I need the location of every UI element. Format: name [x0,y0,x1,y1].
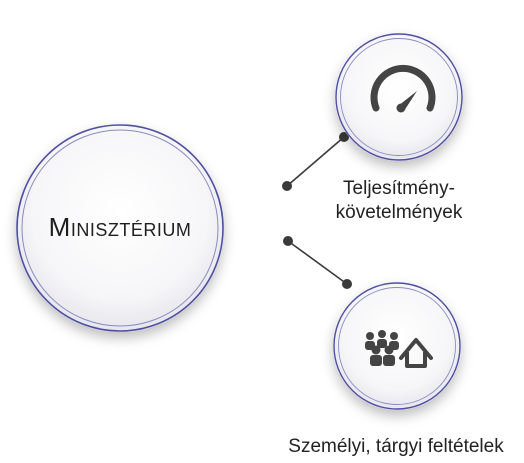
conditions-node-label: Személyi, tárgyi feltételek [288,436,504,457]
connector-dot [283,236,293,246]
performance-node-outer-ring [335,33,463,161]
connector-bottom [283,236,352,289]
connector-dot [342,279,352,289]
center-node [16,124,224,332]
center-node-inner-ring [21,129,219,327]
connector-dot [282,181,292,191]
center-node-label: Minisztérium [48,212,192,242]
connector-dot [339,132,349,142]
performance-node [335,33,463,161]
performance-node-label: Teljesítmény- követelmények [329,177,469,225]
conditions-node-outer-ring [333,282,461,410]
performance-node-inner-ring [340,38,458,156]
performance-label-line1: Teljesítmény- [343,178,455,199]
performance-label-line2: követelmények [335,202,463,223]
connector-top [282,132,349,191]
conditions-node-inner-ring [338,287,456,405]
people-house-icon [365,330,433,368]
center-node-outer-ring [16,124,224,332]
speedometer-icon [370,64,436,113]
